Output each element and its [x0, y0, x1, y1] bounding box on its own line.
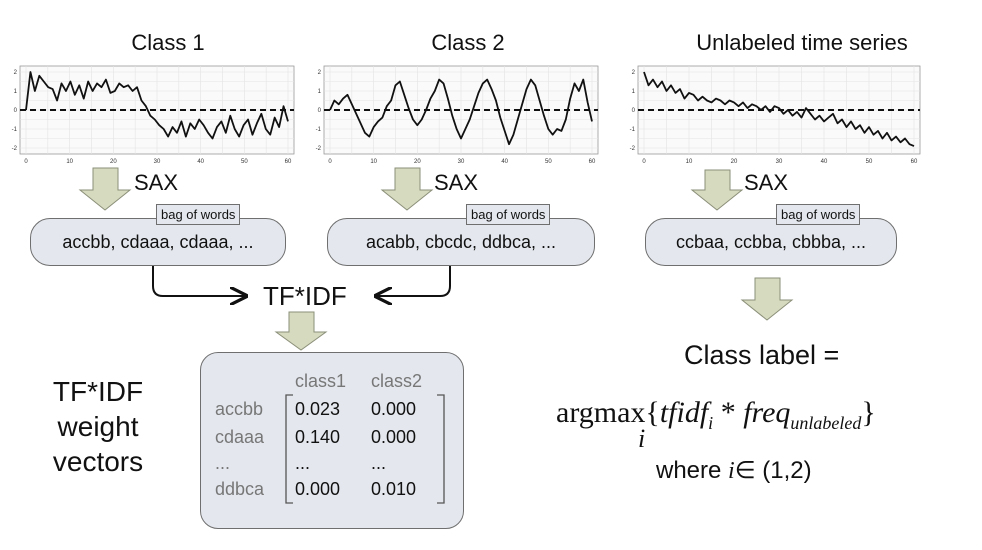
- words-class1: accbb, cdaaa, cdaaa, ...: [62, 231, 254, 252]
- x-tick-label: 20: [110, 159, 117, 165]
- y-tick-label: -1: [316, 127, 322, 133]
- series-line: [329, 78, 593, 146]
- words-class2: acabb, cbcdc, ddbca, ...: [365, 231, 557, 252]
- connector-class2-to-tfidf: [376, 266, 451, 296]
- weight-label-line3: vectors: [52, 446, 144, 477]
- tfidf-node: TF*IDF: [263, 281, 347, 311]
- y-tick-label: 0: [632, 108, 636, 114]
- formula-times: *: [720, 396, 736, 429]
- weight-vectors-label: TF*IDF weight vectors: [28, 374, 168, 479]
- matrix-cell: ...: [295, 453, 311, 473]
- y-tick-label: 1: [14, 89, 18, 95]
- where-clause: where i∈ (1,2): [656, 456, 812, 485]
- x-tick-label: 0: [24, 159, 28, 165]
- x-tick-label: 10: [370, 159, 377, 165]
- argmax-subscript: i: [638, 424, 646, 453]
- x-tick-label: 30: [154, 159, 161, 165]
- weight-label-line1: TF*IDF: [52, 376, 144, 407]
- matrix-cell: 0.023: [295, 399, 341, 419]
- y-tick-label: 2: [632, 70, 636, 76]
- connector-class1-to-tfidf: [152, 266, 246, 296]
- y-tick-label: -2: [630, 146, 636, 152]
- class2-title: Class 2: [431, 30, 505, 55]
- x-tick-label: 0: [328, 159, 332, 165]
- x-tick-label: 60: [911, 159, 918, 165]
- x-tick-label: 60: [285, 159, 292, 165]
- matrix-col-header-class1: class1: [295, 371, 347, 391]
- matrix-cell: 0.010: [371, 479, 417, 499]
- tfidf-matrix-box: class1 class2 accbb 0.023 0.000 cdaaa 0.…: [200, 352, 464, 529]
- x-tick-label: 50: [545, 159, 552, 165]
- x-tick-label: 0: [642, 159, 646, 165]
- series-line: [643, 71, 915, 147]
- sax-arrow-class2: [380, 167, 434, 211]
- matrix-col-header-class2: class2: [371, 371, 423, 391]
- sax-label-unlabeled: SAX: [744, 170, 789, 195]
- x-tick-label: 30: [458, 159, 465, 165]
- y-tick-label: -1: [12, 127, 18, 133]
- x-tick-label: 60: [589, 159, 596, 165]
- x-tick-label: 10: [66, 159, 73, 165]
- bag-of-words-tag-unlabeled: bag of words: [776, 204, 861, 225]
- matrix-cell: 0.140: [295, 427, 341, 447]
- y-tick-label: -2: [12, 146, 18, 152]
- words-pill-class1: accbb, cdaaa, cdaaa, ...: [30, 218, 286, 266]
- x-tick-label: 40: [821, 159, 828, 165]
- classlabel-down-arrow: [740, 277, 794, 321]
- x-tick-label: 50: [866, 159, 873, 165]
- matrix-cell: 0.000: [371, 427, 417, 447]
- where-var: i: [728, 458, 735, 484]
- sax-arrow-unlabeled: [690, 169, 744, 211]
- sax-label-class2: SAX: [434, 170, 479, 195]
- words-pill-class2: acabb, cbcdc, ddbca, ...: [327, 218, 595, 266]
- formula-freq-sub: unlabeled: [790, 413, 862, 433]
- formula-tfidf-sub: i: [708, 413, 714, 433]
- bag-of-words-tag-class1: bag of words: [156, 204, 241, 225]
- matrix-cell: ...: [371, 453, 387, 473]
- class-label-text: Class label =: [684, 340, 840, 370]
- x-tick-label: 30: [776, 159, 783, 165]
- tfidf-down-arrow: [274, 311, 328, 351]
- matrix-cell: 0.000: [371, 399, 417, 419]
- matrix-row-label: ddbca: [215, 479, 265, 499]
- x-tick-label: 40: [197, 159, 204, 165]
- x-tick-label: 10: [686, 159, 693, 165]
- y-tick-label: -1: [630, 127, 636, 133]
- y-tick-label: 2: [318, 70, 322, 76]
- matrix-row-label: ...: [215, 453, 231, 473]
- x-tick-label: 40: [501, 159, 508, 165]
- y-tick-label: 2: [14, 70, 18, 76]
- y-tick-label: 0: [318, 108, 322, 114]
- class1-title: Class 1: [131, 30, 205, 55]
- series-line: [25, 71, 289, 140]
- y-tick-label: 1: [632, 89, 636, 95]
- weight-label-line2: weight: [57, 411, 139, 442]
- matrix-brackets: [285, 394, 445, 504]
- words-pill-unlabeled: ccbaa, ccbba, cbbba, ...: [645, 218, 897, 266]
- y-tick-label: 1: [318, 89, 322, 95]
- unlabeled-title: Unlabeled time series: [696, 30, 908, 55]
- matrix-cell: 0.000: [295, 479, 341, 499]
- matrix-row-label: cdaaa: [215, 427, 265, 447]
- sax-arrow-class1: [78, 167, 132, 211]
- where-range: ∈ (1,2): [734, 457, 812, 484]
- words-unlabeled: ccbaa, ccbba, cbbba, ...: [675, 231, 867, 252]
- formula-freq: freq: [743, 396, 791, 429]
- bag-of-words-tag-class2: bag of words: [466, 204, 551, 225]
- matrix-row-label: accbb: [215, 399, 264, 419]
- argmax-formula: argmax i {tfidfi * frequnlabeled}: [556, 396, 876, 453]
- x-tick-label: 50: [241, 159, 248, 165]
- sax-label-class1: SAX: [134, 170, 179, 195]
- y-tick-label: 0: [14, 108, 18, 114]
- where-prefix: where: [656, 457, 722, 484]
- argmax-operator: argmax: [556, 396, 646, 429]
- x-tick-label: 20: [731, 159, 738, 165]
- formula-tfidf: tfidf: [659, 396, 709, 429]
- x-tick-label: 20: [414, 159, 421, 165]
- y-tick-label: -2: [316, 146, 322, 152]
